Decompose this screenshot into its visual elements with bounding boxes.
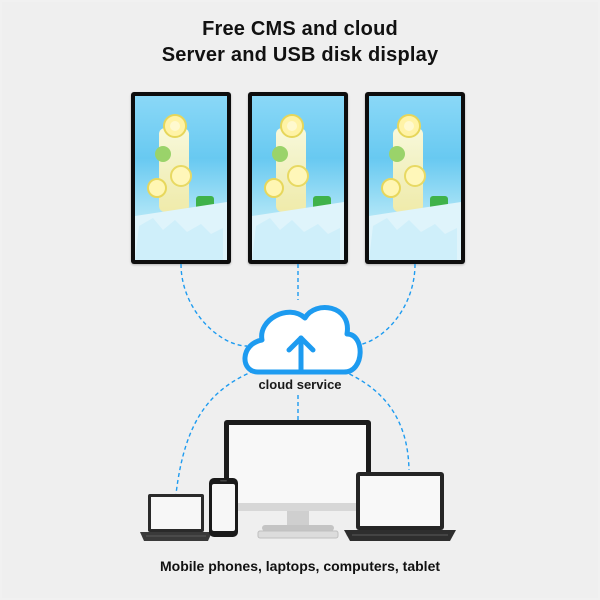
lemonade-image [369, 96, 461, 260]
headline-line-1: Free CMS and cloud [202, 18, 398, 40]
lemonade-image [135, 96, 227, 260]
signage-screen-right [365, 92, 465, 264]
signage-screen-center [248, 92, 348, 264]
signage-screen-left [131, 92, 231, 264]
lemonade-image [252, 96, 344, 260]
cloud-service-label: cloud service [258, 377, 342, 392]
headline-line-2: Server and USB disk display [161, 44, 439, 66]
devices-caption: Mobile phones, laptops, computers, table… [159, 558, 441, 574]
